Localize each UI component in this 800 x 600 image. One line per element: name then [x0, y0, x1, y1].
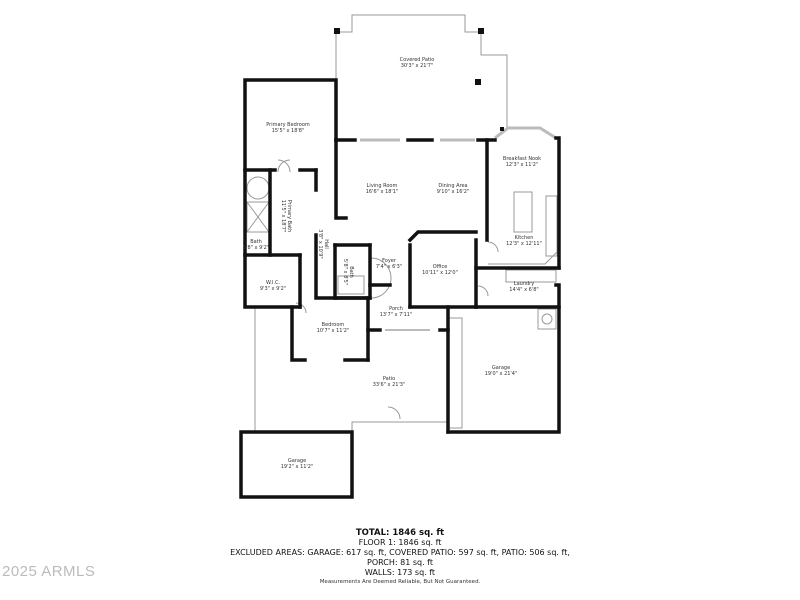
floor1-area: FLOOR 1: 1846 sq. ft [358, 538, 442, 547]
porch-area: PORCH: 81 sq. ft [367, 558, 433, 567]
detached-garage-walls [239, 430, 354, 499]
disclaimer: Measurements Are Deemed Reliable, But No… [319, 579, 481, 585]
excluded-areas: EXCLUDED AREAS: GARAGE: 617 sq. ft, COVE… [230, 548, 570, 557]
watermark: 2025 ARMLS [2, 563, 96, 580]
area-summary: TOTAL: 1846 sq. ft FLOOR 1: 1846 sq. ft … [0, 528, 800, 578]
room-label-wic: W.I.C.9'3" x 9'2" [259, 280, 287, 292]
total-area: TOTAL: 1846 sq. ft [355, 528, 445, 538]
covered-patio-outline [335, 14, 508, 140]
patio-outline [240, 307, 256, 433]
exterior-wall-west [243, 78, 338, 309]
walls-area: WALLS: 173 sq. ft [364, 568, 436, 577]
